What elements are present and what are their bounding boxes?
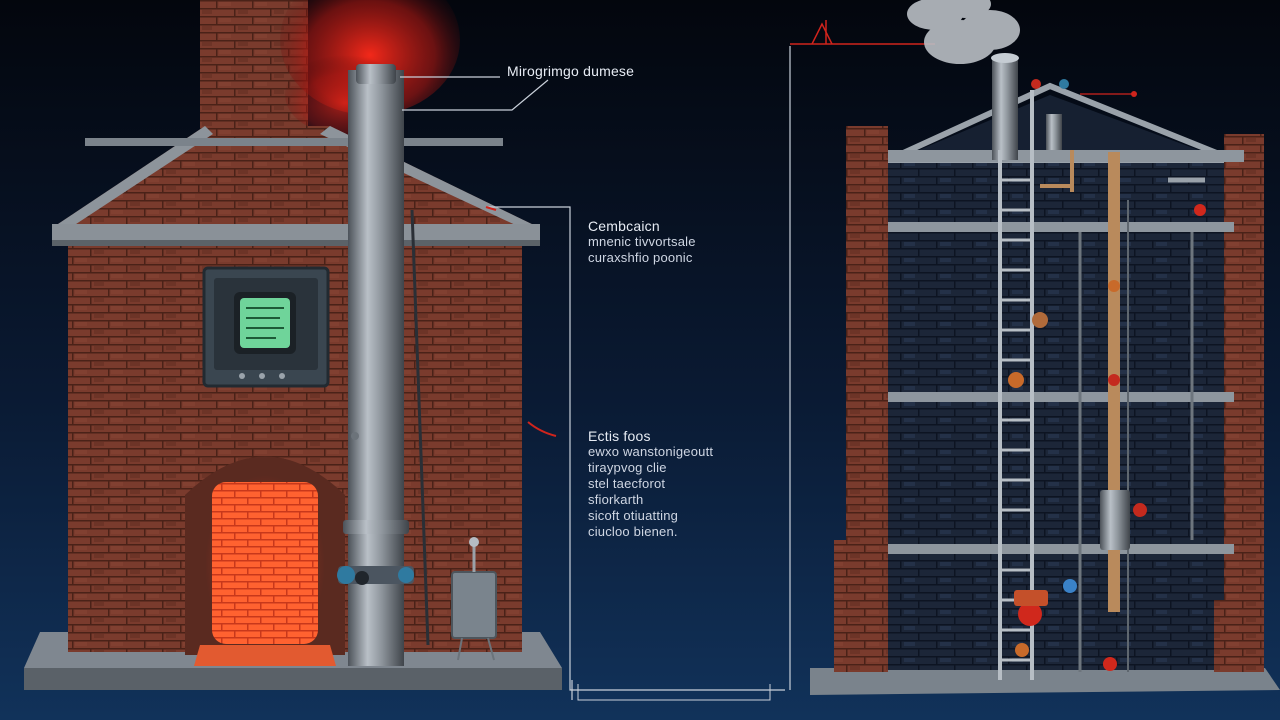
fire-icon xyxy=(212,482,318,644)
label-lower-line: sicoft otiuatting xyxy=(588,508,679,523)
label-top: Mirogrimgo dumese xyxy=(507,63,635,79)
label-middle-block: Cembcaicn mnenic tivvortsale curaxshfio … xyxy=(588,218,696,266)
valve-icon xyxy=(337,566,414,585)
left-building xyxy=(24,0,562,690)
label-lower-head: Ectis foos xyxy=(588,428,651,444)
ladder-icon xyxy=(998,90,1034,680)
label-lower-line: tiraypvog clie xyxy=(588,460,667,475)
label-middle-line: curaxshfio poonic xyxy=(588,250,693,265)
smoke-icon xyxy=(907,0,1020,64)
label-lower-line: stel taecforot xyxy=(588,476,666,491)
label-lower-line: ciucloo bienen. xyxy=(588,524,678,539)
right-structure xyxy=(810,0,1280,695)
label-lower-block: Ectis foos ewxo wanstonigeoutt tiraypvog… xyxy=(588,428,713,540)
callout-lines xyxy=(400,20,1137,701)
label-middle-line: mnenic tivvortsale xyxy=(588,234,696,249)
label-middle-head: Cembcaicn xyxy=(588,218,660,234)
label-lower-line: ewxo wanstonigeoutt xyxy=(588,444,714,459)
label-lower-line: sfiorkarth xyxy=(588,492,644,507)
gauge-icon xyxy=(202,266,330,388)
